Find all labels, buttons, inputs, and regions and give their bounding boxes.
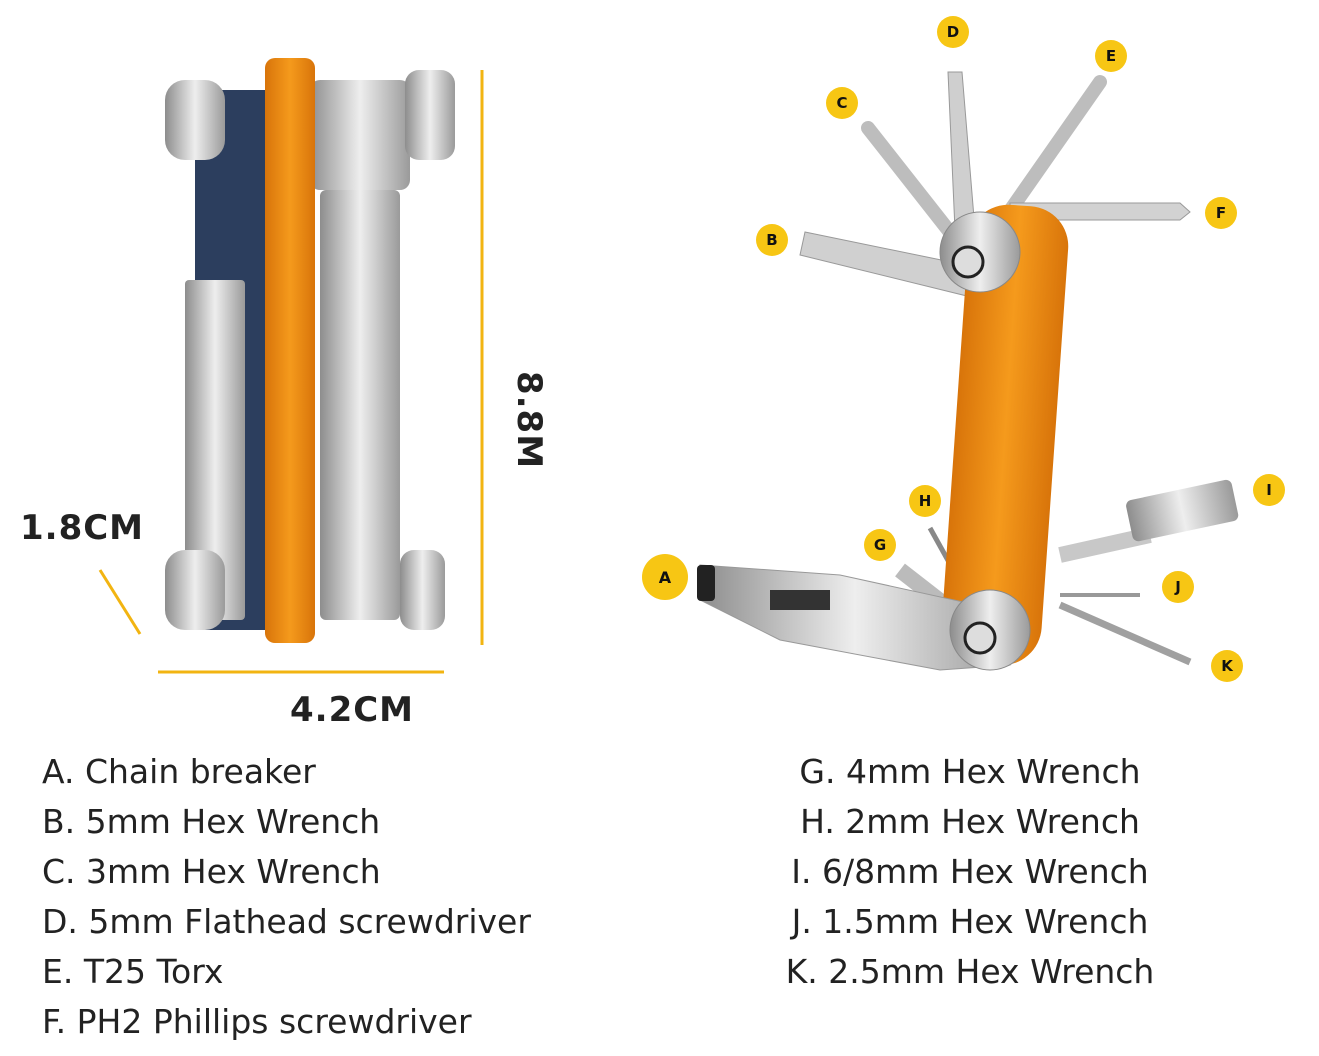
legend-right: G. 4mm Hex Wrench H. 2mm Hex Wrench I. 6… [760,747,1180,997]
legend-item: D. 5mm Flathead screwdriver [42,902,531,941]
callout-d: D [937,16,969,48]
legend-item: J. 1.5mm Hex Wrench [791,902,1149,941]
callout-k: K [1211,650,1243,682]
callout-a: A [642,554,688,600]
legend-left: A. Chain breaker B. 5mm Hex Wrench C. 3m… [42,747,531,1047]
legend-item: G. 4mm Hex Wrench [799,752,1141,791]
legend-item: I. 6/8mm Hex Wrench [791,852,1149,891]
folded-tool [165,58,455,643]
legend-item: F. PH2 Phillips screwdriver [42,1002,472,1041]
thickness-dimension-line [98,569,142,635]
legend-item: H. 2mm Hex Wrench [800,802,1140,841]
unfolded-tool [697,71,1239,671]
callout-c: C [826,87,858,119]
callout-j: J [1162,571,1194,603]
legend-item: K. 2.5mm Hex Wrench [785,952,1155,991]
callout-i: I [1253,474,1285,506]
legend-item: E. T25 Torx [42,952,224,991]
callout-f: F [1205,197,1237,229]
legend-item: A. Chain breaker [42,752,316,791]
callout-g: G [864,529,896,561]
thickness-dimension-label: 1.8CM [20,508,145,548]
height-dimension-label: 8.8M [509,370,550,470]
callout-b: B [756,224,788,256]
callout-e: E [1095,40,1127,72]
legend-item: B. 5mm Hex Wrench [42,802,381,841]
width-dimension-label: 4.2CM [290,690,415,730]
callout-h: H [909,485,941,517]
legend-item: C. 3mm Hex Wrench [42,852,381,891]
